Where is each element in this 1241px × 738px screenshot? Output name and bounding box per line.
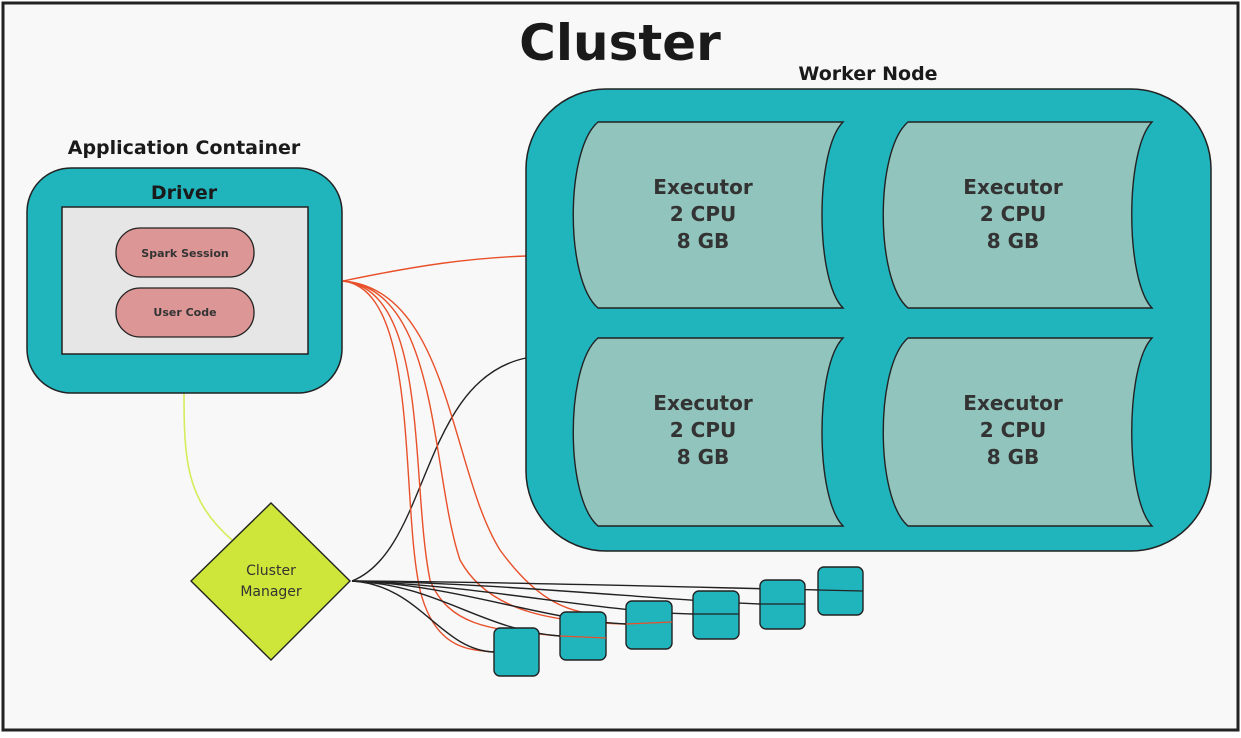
cluster-manager-label-line2: Manager	[240, 584, 302, 600]
small-nodes	[493, 566, 864, 677]
executor-title: Executor	[963, 391, 1063, 415]
driver-node-link	[342, 280, 495, 653]
executor-cpu: 2 CPU	[980, 202, 1046, 226]
executor-title: Executor	[963, 175, 1063, 199]
small-node	[625, 600, 673, 650]
executor-1: Executor 2 CPU 8 GB	[572, 121, 845, 309]
spark-session-box	[115, 227, 255, 278]
executor-2: Executor 2 CPU 8 GB	[882, 121, 1154, 309]
executor-shape	[882, 337, 1154, 527]
driver-node-link	[342, 280, 627, 625]
overlay-driver-line	[559, 635, 607, 639]
cluster-title: Cluster	[519, 14, 721, 72]
executor-4: Executor 2 CPU 8 GB	[882, 337, 1154, 527]
executor-memory: 8 GB	[987, 229, 1040, 253]
executor-cpu: 2 CPU	[980, 418, 1046, 442]
cluster-manager-label-line1: Cluster	[246, 563, 296, 579]
executor-cpu: 2 CPU	[670, 202, 736, 226]
executor-title: Executor	[653, 175, 753, 199]
driver-manager-link	[183, 392, 233, 541]
executor-shape	[572, 121, 845, 309]
executor-cpu: 2 CPU	[670, 418, 736, 442]
executor-memory: 8 GB	[677, 229, 730, 253]
driver-label: Driver	[151, 182, 218, 204]
executor-shape	[882, 121, 1154, 309]
driver-node-link	[342, 280, 561, 637]
manager-worker-link	[351, 357, 527, 582]
executor-3: Executor 2 CPU 8 GB	[572, 337, 845, 527]
connection-lines	[183, 255, 819, 653]
executor-memory: 8 GB	[987, 445, 1040, 469]
overlay-driver-line	[625, 621, 673, 625]
application-container-label: Application Container	[68, 137, 301, 159]
executor-memory: 8 GB	[677, 445, 730, 469]
driver-worker-link	[342, 255, 527, 282]
worker-node-label: Worker Node	[798, 63, 937, 85]
user-code-label: User Code	[153, 306, 216, 319]
manager-node-link	[351, 580, 495, 653]
driver-node-link	[342, 280, 607, 617]
overlay-manager-line	[817, 589, 864, 592]
cluster-manager-shape	[190, 502, 351, 661]
small-node	[692, 590, 740, 640]
executor-title: Executor	[653, 391, 753, 415]
overlay-lines	[559, 589, 864, 639]
executor-shape	[572, 337, 845, 527]
user-code-box	[115, 287, 255, 338]
small-node	[493, 627, 540, 677]
spark-session-label: Spark Session	[141, 247, 228, 260]
cluster-manager: Cluster Manager	[190, 502, 351, 661]
